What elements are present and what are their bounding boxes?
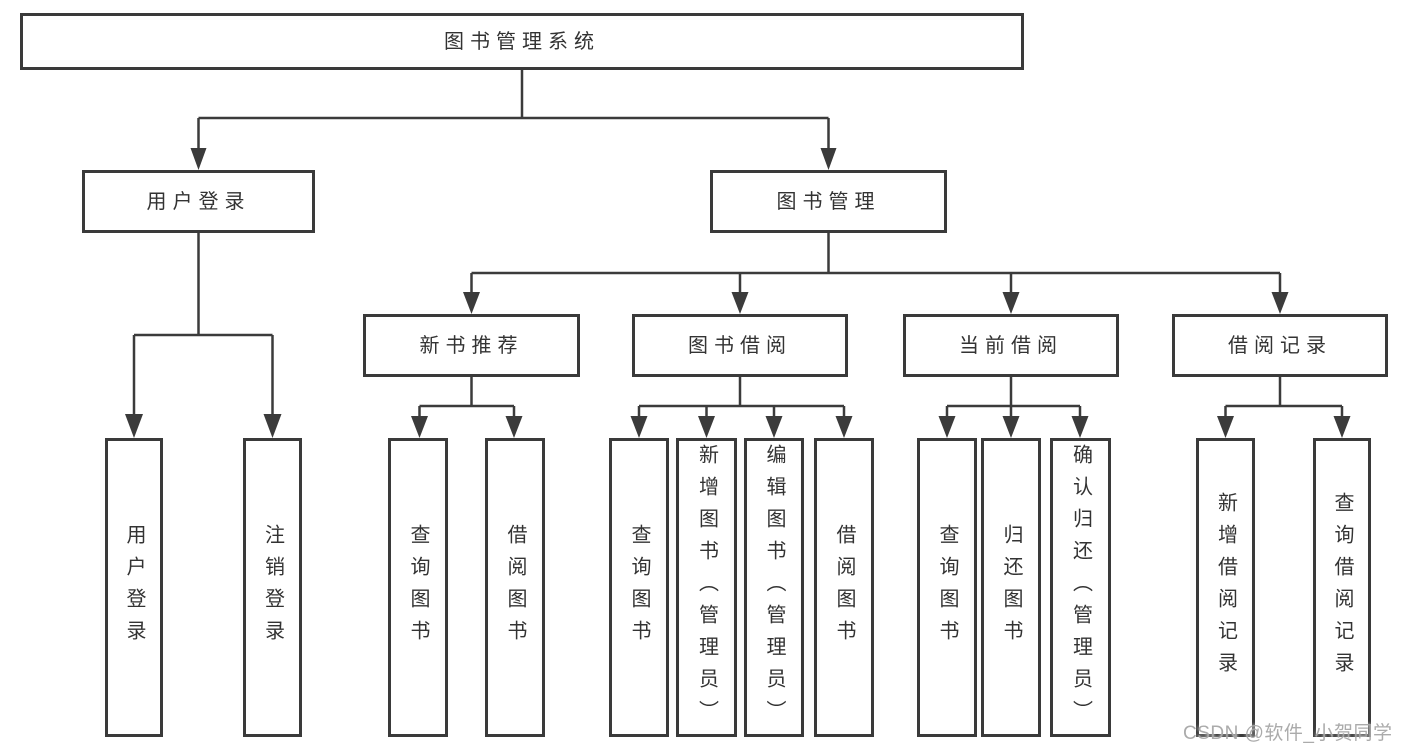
node-book-borrow: 图书借阅: [632, 314, 848, 377]
node-book-management: 图书管理: [710, 170, 947, 233]
leaf-add-borrow-record: 新增借阅记录: [1196, 438, 1255, 737]
leaf-logout-login: 注销登录: [243, 438, 302, 737]
leaf-return-books: 归还图书: [981, 438, 1041, 737]
connector-arrowheads: [125, 148, 1351, 438]
node-borrow-records: 借阅记录: [1172, 314, 1388, 377]
leaf-query-books-3: 查询图书: [917, 438, 977, 737]
node-library-management-system: 图书管理系统: [20, 13, 1024, 70]
leaf-edit-books-admin: 编辑图书（管理员）: [744, 438, 804, 737]
leaf-query-borrow-record: 查询借阅记录: [1313, 438, 1371, 737]
leaf-borrow-books-2: 借阅图书: [814, 438, 874, 737]
leaf-query-books-2: 查询图书: [609, 438, 669, 737]
connector-strokes: [132, 70, 1344, 418]
leaf-add-books-admin: 新增图书（管理员）: [676, 438, 737, 737]
node-new-book-recommend: 新书推荐: [363, 314, 580, 377]
leaf-confirm-return-admin: 确认归还（管理员）: [1050, 438, 1111, 737]
leaf-query-books-1: 查询图书: [388, 438, 448, 737]
node-current-borrow: 当前借阅: [903, 314, 1119, 377]
leaf-user-login: 用户登录: [105, 438, 163, 737]
node-user-login: 用户登录: [82, 170, 315, 233]
leaf-borrow-books-1: 借阅图书: [485, 438, 545, 737]
csdn-watermark: CSDN @软件_小贺同学: [1183, 723, 1393, 744]
